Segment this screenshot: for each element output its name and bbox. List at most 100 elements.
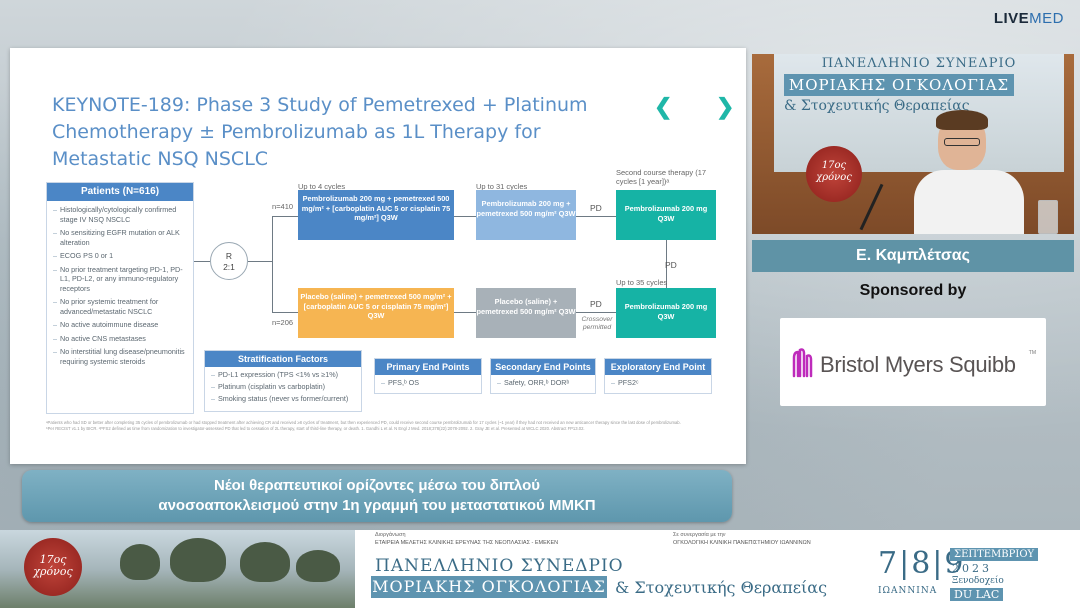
slide-footnote: ᵃPatients who had SD or better after com… bbox=[46, 420, 681, 431]
lake-photo: 17ος χρόνος bbox=[0, 530, 355, 608]
video-backdrop: ΠΑΝΕΛΛΗΝΙΟ ΣΥΝΕΔΡΙΟ ΜΟΡΙΑΚΗΣ ΟΓΚΟΛΟΓΙΑΣ … bbox=[774, 54, 1064, 172]
footer-date-block: 7|8|9 ΣΕΠΤΕΜΒΡΙΟΥ 2023 ΙΩΑΝΝΙΝΑ Ξενοδοχε… bbox=[872, 530, 1080, 608]
connector-line bbox=[272, 312, 298, 313]
sponsor-logo: Bristol Myers Squibb TM bbox=[780, 318, 1046, 406]
stratification-header: Stratification Factors bbox=[205, 351, 361, 367]
speaker-name: Ε. Καμπλέτσας bbox=[752, 240, 1074, 272]
tree bbox=[170, 538, 226, 582]
video-title-line-3: & Στοχευτικής Θεραπείας bbox=[784, 98, 970, 114]
speaker-glasses bbox=[944, 138, 980, 146]
pd-label: PD bbox=[590, 203, 602, 213]
strat-factor: Smoking status (never vs former/current) bbox=[211, 394, 355, 403]
footer-title-block: Διοργάνωση ΕΤΑΙΡΕΙΑ ΜΕΛΕΤΗΣ ΚΛΙΝΙΚΗΣ ΕΡΕ… bbox=[365, 530, 865, 608]
patient-criterion: No sensitizing EGFR mutation or ALK alte… bbox=[53, 228, 187, 247]
slide-title: KEYNOTE-189: Phase 3 Study of Pemetrexed… bbox=[52, 94, 588, 170]
venue-label: Ξενοδοχείο bbox=[952, 576, 1004, 586]
patient-criterion: No active autoimmune disease bbox=[53, 320, 187, 330]
trademark-symbol: TM bbox=[1028, 350, 1036, 356]
event-days: 7|8|9 bbox=[878, 546, 966, 581]
event-month: ΣΕΠΤΕΜΒΡΙΟΥ bbox=[950, 548, 1039, 561]
connector-line bbox=[272, 216, 298, 217]
patient-criterion: No interstitial lung disease/pneumonitis… bbox=[53, 347, 187, 366]
sponsored-label: Sponsored by bbox=[859, 282, 967, 299]
patient-criterion: Histologically/cytologically confirmed s… bbox=[53, 205, 187, 224]
speaker-body bbox=[914, 170, 1024, 234]
presentation-slide: KEYNOTE-189: Phase 3 Study of Pemetrexed… bbox=[10, 48, 746, 464]
pd-label: PD bbox=[665, 260, 677, 270]
speaker-hair bbox=[936, 110, 988, 130]
connector-line bbox=[576, 216, 616, 217]
connector-line bbox=[454, 216, 476, 217]
org-left: ΕΤΑΙΡΕΙΑ ΜΕΛΕΤΗΣ ΚΛΙΝΙΚΗΣ ΕΡΕΥΝΑΣ ΤΗΣ ΝΕ… bbox=[375, 540, 559, 546]
random-label: R bbox=[225, 251, 233, 261]
talk-title-banner: Νέοι θεραπευτικοί ορίζοντες μέσω του διπ… bbox=[22, 470, 732, 522]
pd-label: PD bbox=[590, 299, 602, 309]
up-to-31-label: Up to 31 cycles bbox=[476, 182, 528, 191]
randomization-circle: R 2:1 bbox=[210, 242, 248, 280]
tree bbox=[120, 544, 160, 580]
primary-endpoints-box: Primary End Points PFS,ᵇ OS bbox=[374, 358, 482, 394]
n-top-label: n=410 bbox=[272, 202, 294, 211]
speaker-video: ΠΑΝΕΛΛΗΝΙΟ ΣΥΝΕΔΡΙΟ ΜΟΡΙΑΚΗΣ ΟΓΚΟΛΟΓΙΑΣ … bbox=[752, 54, 1074, 234]
connector-line bbox=[194, 261, 210, 262]
up-to-35-label: Up to 35 cycles bbox=[616, 278, 668, 287]
primary-endpoints-header: Primary End Points bbox=[375, 359, 481, 375]
bms-icon bbox=[792, 348, 813, 378]
connector-line bbox=[272, 216, 273, 312]
event-year: 2023 bbox=[952, 562, 992, 575]
arm-pembro-crossover: Pembrolizumab 200 mg Q3W bbox=[616, 288, 716, 338]
conference-footer: 17ος χρόνος Διοργάνωση ΕΤΑΙΡΕΙΑ ΜΕΛΕΤΗΣ … bbox=[0, 530, 1080, 608]
footer-title-2: ΜΟΡΙΑΚΗΣ ΟΓΚΟΛΟΓΙΑΣ bbox=[371, 576, 607, 598]
seal-text: χρόνος bbox=[33, 565, 73, 578]
stratification-box: Stratification Factors PD-L1 expression … bbox=[204, 350, 362, 412]
banner-line-1: Νέοι θεραπευτικοί ορίζοντες μέσω του διπ… bbox=[214, 477, 540, 494]
tree bbox=[296, 550, 340, 582]
arm-pembro-maintenance: Pembrolizumab 200 mg + pemetrexed 500 mg… bbox=[476, 190, 576, 240]
banner-line-2: ανοσοαποκλεισμού στην 1η γραμμή του μετα… bbox=[158, 497, 596, 514]
venue-name: DU LAC bbox=[950, 588, 1004, 601]
seal-text: 17ος bbox=[39, 553, 67, 566]
livemed-logo: LIVEMED bbox=[993, 10, 1064, 27]
arm-placebo-maintenance: Placebo (saline) + pemetrexed 500 mg/m² … bbox=[476, 288, 576, 338]
video-seal: 17ος χρόνος bbox=[806, 146, 862, 202]
patient-criterion: No active CNS metastases bbox=[53, 334, 187, 344]
next-slide-icon[interactable]: ❯ bbox=[716, 94, 735, 119]
patient-criterion: ECOG PS 0 or 1 bbox=[53, 251, 187, 261]
video-title-line-1: ΠΑΝΕΛΛΗΝΙΟ ΣΥΝΕΔΡΙΟ bbox=[821, 56, 1017, 71]
org-right: ΟΓΚΟΛΟΓΙΚΗ ΚΛΙΝΙΚΗ ΠΑΝΕΠΙΣΤΗΜΙΟΥ ΙΩΑΝΝΙΝ… bbox=[673, 540, 811, 546]
prev-slide-icon[interactable]: ❮ bbox=[654, 94, 673, 119]
patients-box: Patients (N=616) Histologically/cytologi… bbox=[46, 182, 194, 414]
connector-line bbox=[576, 312, 616, 313]
org-label-left: Διοργάνωση bbox=[375, 532, 406, 538]
patient-criterion: No prior systemic treatment for advanced… bbox=[53, 297, 187, 316]
secondary-endpoints-text: Safety, ORR,ᵇ DORᵇ bbox=[497, 378, 589, 387]
second-course-label: Second course therapy (17 cycles [1 year… bbox=[616, 168, 707, 186]
up-to-4-label: Up to 4 cycles bbox=[298, 182, 346, 191]
video-title-line-2: ΜΟΡΙΑΚΗΣ ΟΓΚΟΛΟΓΙΑΣ bbox=[784, 74, 1014, 96]
n-bottom-label: n=206 bbox=[272, 318, 294, 327]
connector-line bbox=[454, 312, 476, 313]
arm-pembro-combo: Pembrolizumab 200 mg + pemetrexed 500 mg… bbox=[298, 190, 454, 240]
org-label-right: Σε συνεργασία με την bbox=[673, 532, 726, 538]
water-glass bbox=[1038, 200, 1058, 234]
patient-criterion: No prior treatment targeting PD-1, PD-L1… bbox=[53, 265, 187, 294]
sponsor-name: Bristol Myers Squibb bbox=[820, 352, 1016, 377]
connector-line bbox=[248, 261, 272, 262]
connector-line bbox=[666, 238, 667, 289]
seal-text: 17ος bbox=[821, 160, 847, 171]
footer-seal: 17ος χρόνος bbox=[24, 538, 82, 596]
tree bbox=[240, 542, 290, 582]
patients-header: Patients (N=616) bbox=[47, 183, 193, 201]
exploratory-endpoint-header: Exploratory End Point bbox=[605, 359, 711, 375]
footer-title-1: ΠΑΝΕΛΛΗΝΙΟ ΣΥΝΕΔΡΙΟ bbox=[375, 556, 624, 576]
seal-text: χρόνος bbox=[816, 172, 852, 183]
footer-title-3: & Στοχευτικής Θεραπείας bbox=[615, 578, 828, 597]
arm-pembro-second-course: Pembrolizumab 200 mg Q3W bbox=[616, 190, 716, 240]
arm-placebo-combo: Placebo (saline) + pemetrexed 500 mg/m² … bbox=[298, 288, 454, 338]
exploratory-endpoint-box: Exploratory End Point PFS2ᶜ bbox=[604, 358, 712, 394]
microphone-icon bbox=[859, 183, 884, 231]
strat-factor: PD-L1 expression (TPS <1% vs ≥1%) bbox=[211, 370, 355, 379]
secondary-endpoints-header: Secondary End Points bbox=[491, 359, 595, 375]
random-ratio: 2:1 bbox=[223, 262, 235, 272]
primary-endpoints-text: PFS,ᵇ OS bbox=[381, 378, 475, 387]
